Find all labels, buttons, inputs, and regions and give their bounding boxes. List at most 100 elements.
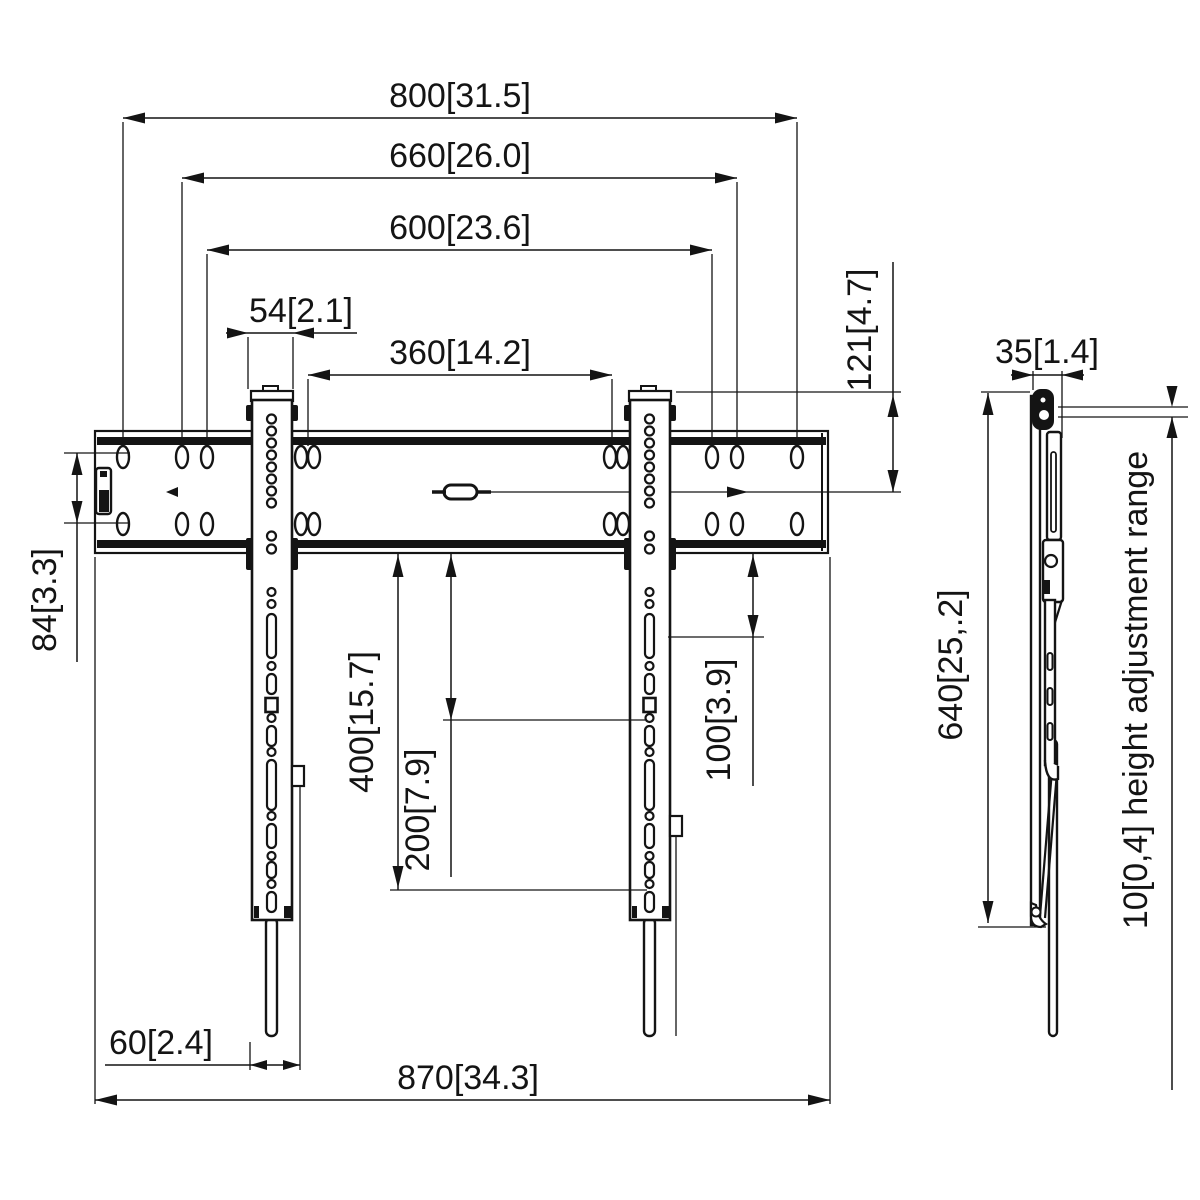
bracket-tail (264, 916, 279, 1038)
bracket-hole (266, 746, 277, 758)
bracket-hole (266, 878, 277, 890)
dim-84: 84[3.3] (26, 452, 130, 662)
bracket-slot (643, 860, 656, 880)
bracket-hole (644, 660, 655, 672)
rail-hole (789, 444, 805, 470)
dim-600: 600[23.6] (206, 209, 713, 446)
bracket-hole (643, 485, 656, 497)
bracket-square-slot (642, 696, 657, 714)
dim-label-360: 360[14.2] (389, 334, 531, 372)
bracket-slot (265, 672, 278, 696)
bracket-holes (642, 413, 657, 914)
bracket-tail (642, 916, 657, 1038)
rail-hole (704, 444, 720, 470)
dim-660: 660[26.0] (181, 137, 738, 446)
side-foot (1029, 901, 1049, 929)
bracket-hole (643, 425, 656, 437)
rail-hole (293, 444, 309, 470)
bracket-hole (644, 598, 655, 610)
bracket-hole (266, 586, 277, 598)
dim-60: 60[2.4] (105, 786, 301, 1070)
dim-label-60: 60[2.4] (109, 1024, 213, 1062)
dim-400: 400[15.7] (343, 553, 647, 891)
dim-label-800: 800[31.5] (389, 77, 531, 115)
centerline-arrow (727, 486, 748, 498)
side-clamp (1041, 538, 1065, 633)
center-slot-symbol (442, 483, 479, 501)
bracket-side-hook (290, 764, 306, 788)
bracket-holes (264, 413, 279, 914)
rail-hole (729, 444, 745, 470)
side-slot (1046, 652, 1054, 671)
dim-label-660: 660[26.0] (389, 137, 531, 175)
dim-35: 35[1.4] (995, 333, 1099, 438)
bracket-slot (643, 890, 656, 914)
bracket-hole (644, 746, 655, 758)
rail-hole (704, 511, 720, 537)
bracket-hole (266, 598, 277, 610)
rail-hole (602, 444, 618, 470)
dim-label-84: 84[3.3] (26, 548, 64, 652)
rail-hole (115, 511, 131, 537)
dim-label-54: 54[2.1] (249, 292, 353, 330)
bracket-hole (265, 413, 278, 425)
dimensions: 800[31.5] 660[26.0] 600[23.6] 54[2.1] (26, 77, 1188, 1106)
side-view (1029, 389, 1065, 1038)
bracket-hole (643, 543, 656, 555)
bracket-slot (643, 724, 656, 748)
dim-label-10-range: 10[0,4] height adjustment range (1117, 451, 1155, 929)
dim-label-121: 121[4.7] (841, 269, 879, 392)
rail-hole (293, 511, 309, 537)
bracket-slot (265, 822, 278, 850)
dim-640: 640[25,.2] (932, 391, 1046, 928)
side-arm (1038, 769, 1054, 917)
dim-label-870: 870[34.3] (397, 1059, 539, 1097)
bracket-hole (265, 530, 278, 542)
bracket-hole (265, 543, 278, 555)
bracket-hole (266, 712, 277, 724)
bracket-slot (265, 890, 278, 914)
bracket-slot (643, 612, 656, 660)
side-strip-slots (1046, 652, 1054, 741)
front-view (93, 385, 901, 1038)
rail-hole (602, 511, 618, 537)
rail-hole (789, 511, 805, 537)
dim-label-100: 100[3.9] (700, 659, 738, 782)
rail-top-band (97, 437, 826, 445)
rail-hole (174, 444, 190, 470)
dim-870: 870[34.3] (94, 557, 831, 1106)
bracket-hole (644, 810, 655, 822)
rail-bottom-band (97, 540, 826, 548)
bracket-hole (266, 660, 277, 672)
dim-label-200: 200[7.9] (399, 749, 437, 872)
dim-360: 360[14.2] (307, 334, 613, 446)
bracket-hole (266, 850, 277, 862)
bracket-hole (643, 497, 656, 509)
side-bottom-hook (1043, 759, 1060, 781)
bracket-slot (643, 672, 656, 696)
bracket-hole (265, 425, 278, 437)
rail-hole (615, 444, 631, 470)
bracket-square-slot (264, 696, 279, 714)
bracket-hole (644, 712, 655, 724)
bracket-slot (643, 822, 656, 850)
rail-hole (199, 444, 215, 470)
dim-label-600: 600[23.6] (389, 209, 531, 247)
bracket-hole (265, 485, 278, 497)
bracket-hole (265, 461, 278, 473)
bracket-hole (644, 850, 655, 862)
wall-rail (93, 429, 901, 555)
vesa-bracket-left (246, 385, 306, 1038)
bracket-slot (643, 758, 656, 812)
bracket-hole (265, 497, 278, 509)
rail-hole (174, 511, 190, 537)
bracket-hole (265, 449, 278, 461)
dim-200: 200[7.9] (399, 553, 645, 877)
rail-hole (306, 444, 322, 470)
rail-latch (94, 466, 113, 516)
bracket-hole (643, 413, 656, 425)
dim-10-height-adjustment: 10[0,4] height adjustment range (1058, 386, 1188, 1090)
datum-triangle-marker (166, 487, 178, 497)
